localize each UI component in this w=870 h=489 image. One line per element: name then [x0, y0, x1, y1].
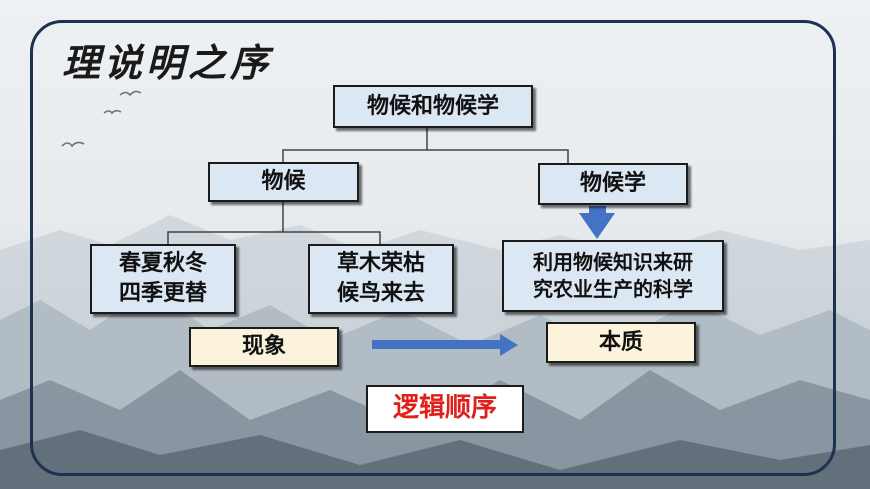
logical-order-label: 逻辑顺序 [366, 385, 524, 433]
root-node-phenology-and-phenology-science: 物候和物候学 [333, 85, 533, 128]
bird-3 [61, 141, 85, 148]
logical-order-text: 逻辑顺序 [392, 393, 497, 424]
plants-line-1: 草木荣枯 [336, 251, 425, 277]
node-seasons-change: 春夏秋冬 四季更替 [90, 244, 236, 314]
down-arrow-icon [579, 206, 615, 239]
node-phenology-science-label: 物候学 [579, 171, 646, 197]
bird-1 [119, 90, 142, 97]
rounded-frame [30, 20, 836, 476]
seasons-line-2: 四季更替 [118, 281, 207, 306]
root-node-label: 物候和物候学 [366, 93, 499, 119]
node-science-definition: 利用物候知识来研 究农业生产的科学 [502, 240, 724, 312]
science-line-1: 利用物候知识来研 [533, 250, 693, 274]
tag-phenomenon: 现象 [189, 327, 339, 367]
root-to-level1-connector [282, 128, 569, 163]
right-arrow-icon [372, 334, 518, 356]
node-phenology: 物候 [208, 162, 359, 202]
birds [61, 90, 142, 148]
seasons-line-1: 春夏秋冬 [118, 251, 207, 277]
tag-essence-label: 本质 [598, 329, 643, 355]
plants-line-2: 候鸟来去 [336, 281, 425, 306]
node-phenology-label: 物候 [261, 169, 306, 195]
tag-phenomenon-label: 现象 [241, 334, 286, 360]
bird-2 [103, 109, 122, 115]
science-line-2: 究农业生产的科学 [533, 277, 693, 301]
page-title: 理说明之序 [62, 40, 273, 85]
phenology-to-phenomena-connector [167, 202, 381, 244]
node-phenology-science: 物候学 [538, 163, 688, 205]
tag-essence: 本质 [546, 322, 696, 363]
node-plants-and-birds: 草木荣枯 候鸟来去 [308, 244, 454, 314]
